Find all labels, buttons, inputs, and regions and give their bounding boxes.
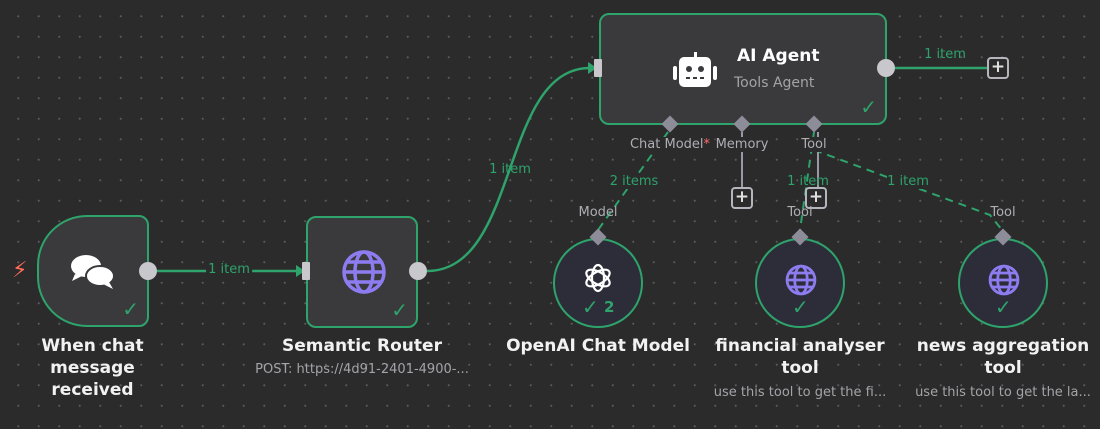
node-title-line1: news aggregation — [916, 336, 1090, 356]
success-check-icon: ✓ — [391, 298, 408, 322]
node-title: AI Agent — [737, 46, 820, 66]
edge-label: 2 items — [609, 174, 659, 189]
node-title-line1: When chat message — [41, 336, 144, 378]
edge-label: 1 item — [206, 262, 252, 277]
openai-icon — [585, 263, 611, 293]
globe-icon — [988, 264, 1020, 296]
edge-label: 1 item — [787, 174, 829, 189]
port-label: Model — [578, 205, 618, 220]
node-title: Semantic Router — [282, 336, 442, 356]
globe-icon — [342, 250, 386, 294]
node-subtitle: use this tool to get the la... — [915, 385, 1091, 400]
lightning-icon: ⚡ — [12, 258, 28, 283]
node-subtitle: use this tool to get the fi... — [713, 385, 887, 400]
input-handle[interactable] — [302, 262, 310, 280]
output-handle[interactable] — [409, 262, 427, 280]
edge-router-agent — [426, 66, 591, 273]
port-label-text: Chat Model — [629, 137, 704, 152]
output-handle[interactable] — [877, 59, 895, 77]
success-check-icon: ✓ — [860, 95, 877, 119]
port-label-memory: Memory — [715, 137, 769, 152]
required-marker: * — [703, 137, 711, 152]
globe-icon — [785, 264, 817, 296]
add-tool-button[interactable]: + — [805, 187, 827, 209]
node-title-line1: financial analyser — [715, 336, 885, 356]
node-title: OpenAI Chat Model — [506, 336, 690, 356]
robot-icon — [673, 52, 717, 87]
input-handle[interactable] — [594, 59, 602, 77]
port-label-chat-model: Chat Model* — [629, 137, 711, 152]
node-subtitle: Tools Agent — [734, 75, 815, 91]
success-check-icon: ✓ — [792, 295, 809, 319]
success-check-icon: ✓ — [122, 297, 139, 321]
run-count: 2 — [604, 298, 615, 316]
edge-label: 1 item — [924, 47, 966, 62]
port-label: Tool — [787, 205, 813, 220]
chat-bubbles-icon — [71, 255, 115, 289]
node-title-line2: received — [51, 380, 134, 400]
edge-news-agent — [813, 149, 1003, 231]
success-check-icon: ✓ — [995, 295, 1012, 319]
node-title-line2: tool — [984, 358, 1022, 378]
port-label: Tool — [990, 205, 1016, 220]
output-handle[interactable] — [139, 262, 157, 280]
add-memory-button[interactable]: + — [731, 187, 753, 209]
node-subtitle: POST: https://4d91-2401-4900-... — [255, 362, 469, 377]
port-label-tool: Tool — [801, 137, 827, 152]
node-title-line2: tool — [781, 358, 819, 378]
success-check-icon: ✓ — [582, 295, 599, 319]
edge-label: 1 item — [489, 162, 531, 177]
edge-label: 1 item — [887, 174, 929, 189]
add-node-button[interactable]: + — [987, 57, 1009, 79]
